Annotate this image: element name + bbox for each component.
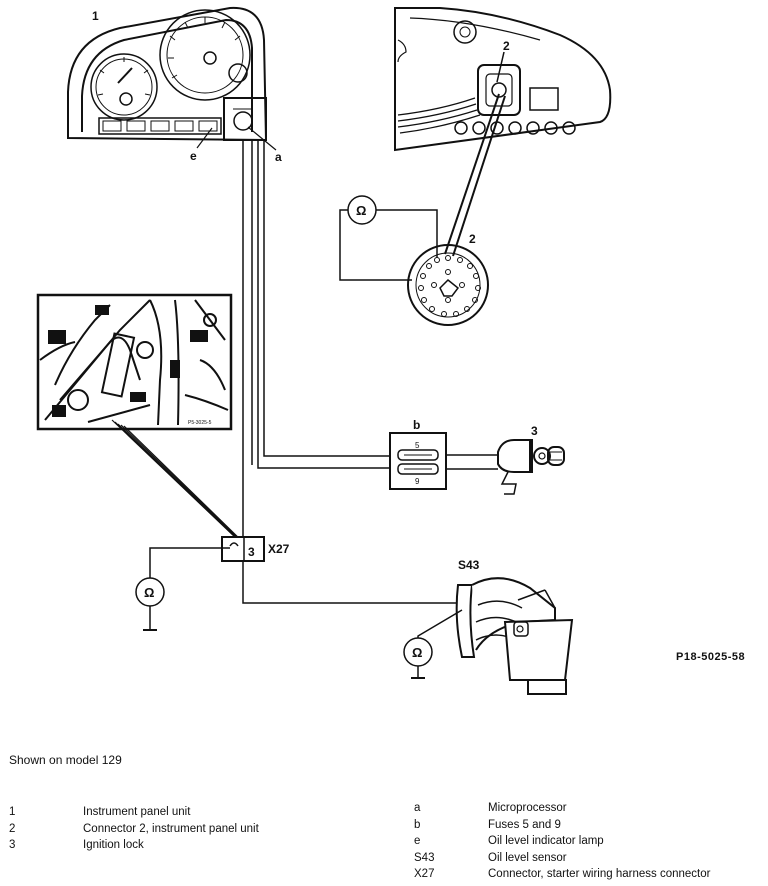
legend-text: Oil level indicator lamp (488, 835, 604, 847)
label-3: 3 (531, 424, 538, 438)
photo-reference: P5-3025-5 (188, 420, 212, 426)
wires-main (242, 140, 462, 604)
fuse-box (389, 432, 447, 490)
legend-text: Connector, starter wiring harness connec… (488, 868, 711, 880)
ohmmeter-x27 (135, 547, 230, 631)
instrument-panel-unit (67, 6, 268, 142)
legend-row: S43 Oil level sensor (414, 850, 710, 867)
legend-text: Oil level sensor (488, 851, 567, 864)
legend-row: X27 Connector, starter wiring harness co… (414, 866, 710, 883)
legend-left: 1 Instrument panel unit 2 Connector 2, i… (9, 804, 259, 854)
wire-connector2b (452, 95, 506, 257)
legend-right: a Microprocessor b Fuses 5 and 9 e Oil l… (414, 800, 710, 883)
label-a: a (275, 150, 282, 164)
legend-text: Instrument panel unit (83, 806, 191, 818)
label-2-mid: 2 (469, 232, 476, 246)
x27-connector (221, 536, 265, 562)
ohm-symbol: Ω (412, 645, 422, 660)
legend-text: Connector 2, instrument panel unit (83, 822, 259, 835)
instrument-cluster-rear (394, 7, 612, 152)
leader-e (196, 127, 213, 149)
label-x27: X27 (268, 542, 290, 556)
wire-connector2 (444, 93, 500, 255)
caption: Shown on model 129 (9, 753, 122, 767)
legend-row: 1 Instrument panel unit (9, 804, 259, 821)
legend-key: b (414, 818, 421, 831)
legend-key: 3 (9, 839, 16, 851)
legend-row: 2 Connector 2, instrument panel unit (9, 821, 259, 838)
ohmmeter-s43 (403, 609, 463, 679)
legend-key: e (414, 835, 421, 847)
ohm-symbol: Ω (144, 585, 154, 600)
fuse-to-lock-wires (446, 454, 498, 470)
legend-key: X27 (414, 868, 435, 880)
label-x27-number: 3 (248, 545, 255, 559)
legend-row: b Fuses 5 and 9 (414, 817, 710, 834)
label-b: b (413, 418, 420, 432)
leader-2-top (496, 51, 505, 83)
label-1: 1 (92, 9, 99, 23)
legend-key: a (414, 802, 421, 814)
legend-key: 2 (9, 822, 16, 835)
legend-text: Ignition lock (83, 839, 144, 851)
round-connector (407, 244, 489, 326)
legend-row: 3 Ignition lock (9, 837, 259, 854)
fuse-5-label: 5 (415, 441, 420, 450)
ohm-symbol: Ω (356, 203, 366, 218)
wiring-diagram: Ω 5 9 (36, 6, 612, 695)
ohmmeter-connector2 (339, 195, 438, 281)
label-2-top: 2 (503, 39, 510, 53)
oil-level-sensor (455, 577, 574, 695)
ignition-lock (497, 439, 565, 495)
fuse-9-label: 9 (415, 477, 420, 486)
leader-a (247, 126, 277, 151)
legend-text: Fuses 5 and 9 (488, 818, 561, 831)
round-connector-pins (418, 255, 481, 317)
photo-leader-lines (111, 419, 245, 544)
figure-code: P18-5025-58 (676, 651, 746, 663)
legend-text: Microprocessor (488, 802, 567, 814)
legend-key: S43 (414, 851, 435, 864)
gauge-ticks (97, 17, 241, 96)
legend-key: 1 (9, 806, 16, 818)
legend-row: e Oil level indicator lamp (414, 833, 710, 850)
legend-row: a Microprocessor (414, 800, 710, 817)
label-e: e (190, 149, 197, 163)
label-s43: S43 (458, 558, 480, 572)
engine-photo-inset: P5-3025-5 (36, 293, 233, 431)
